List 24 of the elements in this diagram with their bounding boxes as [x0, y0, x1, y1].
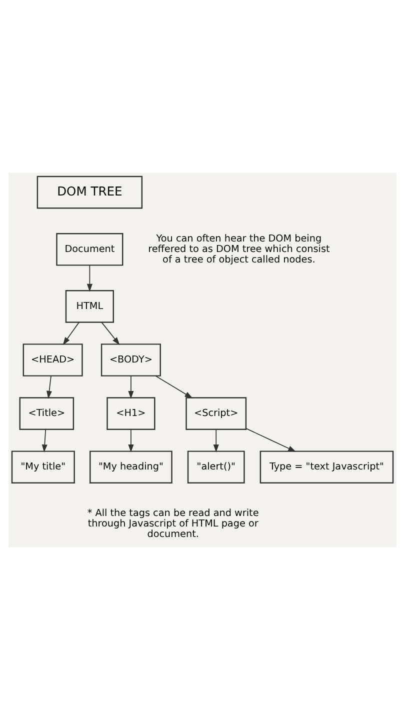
node-box: Document [56, 232, 124, 266]
arrow [213, 428, 219, 452]
node-box: "My heading" [90, 450, 172, 484]
node-box: "My title" [11, 450, 75, 484]
node-box: Type = "text Javascript" [260, 450, 394, 484]
arrow [86, 264, 92, 292]
arrow [246, 428, 296, 452]
arrow [101, 322, 120, 346]
arrow [128, 428, 134, 452]
node-box: DOM TREE [36, 176, 143, 209]
node-box: <Title> [19, 397, 74, 430]
label: You can often hear the DOM being reffered to as DOM tree which consist of a tree of object called nodes. [148, 233, 330, 266]
arrow [155, 375, 193, 398]
node-box: <HEAD> [22, 344, 83, 376]
node-box: <BODY> [100, 344, 161, 376]
arrow [128, 375, 134, 399]
label: * All the tags can be read and write through Javascript of HTML page or document. [87, 508, 259, 540]
node-box: <H1> [106, 397, 156, 430]
arrow [42, 428, 48, 452]
node-box: <Script> [186, 397, 247, 430]
arrow [62, 322, 80, 346]
node-box: "alert()" [187, 450, 245, 484]
node-box: HTML [65, 290, 114, 323]
arrow [46, 375, 52, 399]
